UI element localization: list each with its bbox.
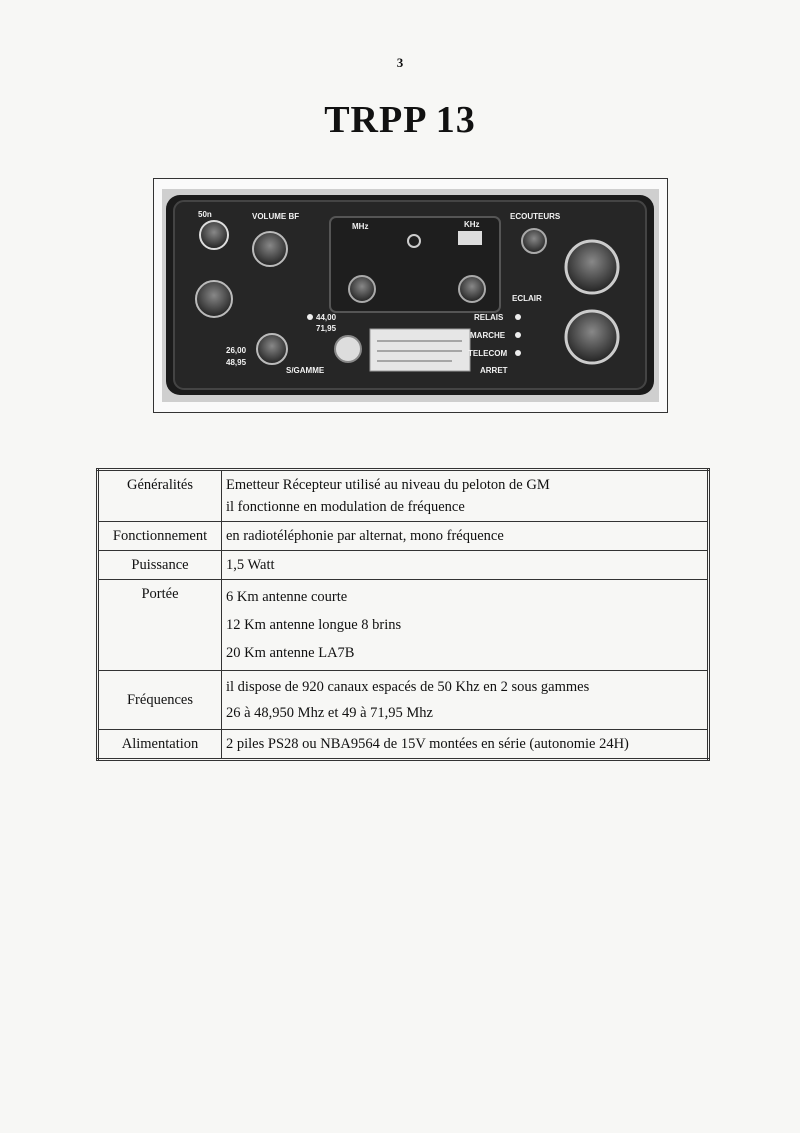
spec-label: Puissance (97, 550, 222, 580)
spec-value: en radiotéléphonie par alternat, mono fr… (221, 521, 709, 551)
table-row: Fréquences il dispose de 920 canaux espa… (97, 670, 709, 730)
label-ohm: 50n (198, 210, 212, 219)
table-row: Puissance 1,5 Watt (97, 550, 709, 580)
label-band2a: 44,00 (316, 313, 337, 322)
label-eclair: ECLAIR (512, 294, 542, 303)
spec-value: il dispose de 920 canaux espacés de 50 K… (221, 670, 709, 730)
table-row: Alimentation 2 piles PS28 ou NBA9564 de … (97, 729, 709, 760)
table-row: Portée 6 Km antenne courte 12 Km antenne… (97, 579, 709, 671)
spec-label: Fonctionnement (97, 521, 222, 551)
label-mhz: MHz (352, 222, 368, 231)
label-khz: KHz (464, 220, 480, 229)
label-marche: MARCHE (470, 331, 506, 340)
spec-label: Généralités (97, 469, 222, 522)
connector-icon (195, 280, 233, 318)
headset-connector-icon (564, 309, 620, 365)
radio-front-panel-photo: 50n VOLUME BF MHz KHz ECOUTEURS ECLAIR R… (162, 189, 659, 402)
headset-connector-icon (564, 239, 620, 295)
nameplate (369, 328, 471, 372)
label-arret: ARRET (480, 366, 508, 375)
spec-label: Alimentation (97, 729, 222, 760)
label-band1b: 48,95 (226, 358, 247, 367)
spec-value: 6 Km antenne courte 12 Km antenne longue… (221, 579, 709, 671)
table-row: Fonctionnement en radiotéléphonie par al… (97, 521, 709, 551)
function-switch-icon (334, 335, 362, 363)
label-band2b: 71,95 (316, 324, 337, 333)
label-relais: RELAIS (474, 313, 504, 322)
antenna-connector-icon (199, 220, 229, 250)
volume-knob-icon (252, 231, 288, 267)
label-volume: VOLUME BF (252, 212, 299, 221)
spec-label: Portée (97, 579, 222, 671)
page-title: TRPP 13 (324, 99, 476, 141)
spec-value: 2 piles PS28 ou NBA9564 de 15V montées e… (221, 729, 709, 760)
spec-value: Emetteur Récepteur utilisé au niveau du … (221, 469, 709, 522)
channel-knob-icon (458, 275, 486, 303)
band-selector-icon (256, 333, 288, 365)
label-telecom: TELECOM (468, 349, 507, 358)
label-ecouteurs: ECOUTEURS (510, 212, 561, 221)
spec-value: 1,5 Watt (221, 550, 709, 580)
page-number: 3 (396, 55, 404, 70)
label-band1a: 26,00 (226, 346, 247, 355)
table-row: Généralités Emetteur Récepteur utilisé a… (97, 469, 709, 522)
radio-photo-frame: 50n VOLUME BF MHz KHz ECOUTEURS ECLAIR R… (153, 178, 668, 413)
label-gamme: S/GAMME (286, 366, 325, 375)
spec-table: Généralités Emetteur Récepteur utilisé a… (96, 468, 710, 761)
channel-knob-icon (348, 275, 376, 303)
spec-label: Fréquences (97, 670, 222, 730)
